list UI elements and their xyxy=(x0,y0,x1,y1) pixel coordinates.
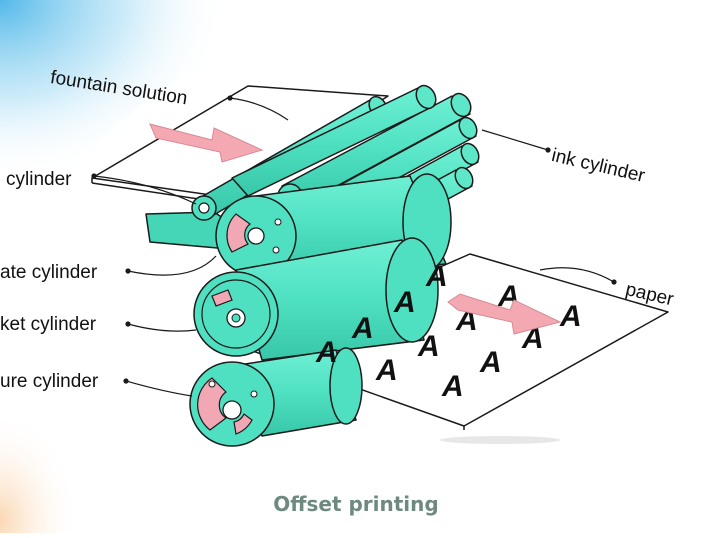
print-glyph: A xyxy=(425,260,448,293)
print-glyph: A xyxy=(479,346,502,379)
print-glyph: A xyxy=(375,354,398,387)
label-blanket-cylinder: ket cylinder xyxy=(0,314,97,335)
print-glyph: A xyxy=(441,370,464,403)
printed-letters: A A A A A A A A A A A A xyxy=(315,260,582,403)
feed-arrow-icon xyxy=(149,123,264,163)
impression-cylinder xyxy=(189,347,363,447)
paper-shadow xyxy=(440,436,560,444)
label-impression-cylinder: ure cylinder xyxy=(0,371,99,392)
print-glyph: A xyxy=(559,300,582,333)
diagram-caption: Offset printing xyxy=(273,492,439,516)
leader-lines xyxy=(91,95,617,397)
label-water-cylinder: cylinder xyxy=(6,169,72,190)
paper-direction-arrow-icon xyxy=(447,293,562,335)
blanket-cylinder xyxy=(193,237,439,361)
print-glyph: A xyxy=(315,336,338,369)
print-glyph: A xyxy=(417,330,440,363)
label-plate-cylinder: ate cylinder xyxy=(0,262,98,283)
print-glyph: A xyxy=(351,312,374,345)
print-glyph: A xyxy=(393,286,416,319)
